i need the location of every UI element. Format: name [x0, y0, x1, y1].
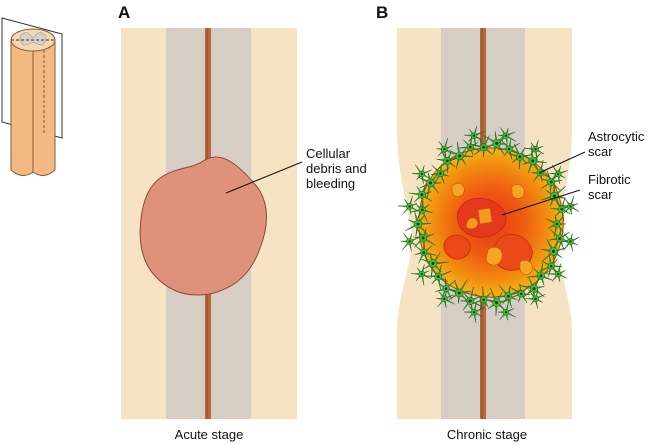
panel-b-caption: Chronic stage — [447, 427, 527, 442]
astrocytic-scar — [397, 126, 580, 323]
astrocyte-cell — [448, 279, 472, 304]
fibrotic-scar — [418, 147, 564, 298]
astrocyte-cell — [464, 126, 485, 147]
astrocyte-cell — [541, 238, 567, 265]
astrocyte-cell — [420, 252, 449, 278]
astrocytic-label-line-2: scar — [588, 144, 613, 159]
astrocyte-cell — [436, 137, 455, 158]
astrocyte-cell — [521, 145, 548, 174]
astrocyte-cell — [508, 143, 533, 169]
astrocyte-cell — [426, 264, 452, 290]
astrocyte-cell — [460, 286, 483, 311]
astrocyte-cell — [546, 263, 568, 282]
acute-label-line-1: Cellular — [306, 146, 351, 161]
astrocyte-cell — [408, 183, 433, 210]
astrocyte-cell — [550, 198, 574, 221]
acute-lesion — [139, 156, 267, 296]
astrocyte-cell — [445, 141, 473, 169]
fibrotic-inner-region-3 — [443, 234, 471, 260]
panel-a-letter: A — [118, 3, 130, 22]
astrocyte-cell — [525, 289, 546, 309]
astrocyte-cell — [483, 131, 508, 155]
fibrotic-label-line-1: Fibrotic — [588, 172, 631, 187]
panel-b-letter: B — [376, 3, 388, 22]
astrocyte-cell — [497, 127, 517, 145]
acute-label-line-2: debris and — [306, 161, 367, 176]
astrocyte-cell — [430, 164, 450, 185]
astrocyte-cell — [546, 215, 567, 237]
fibrotic-island-6 — [519, 260, 533, 275]
astrocyte-cell — [417, 172, 442, 199]
inset-gray-matter — [19, 32, 47, 46]
fibrotic-island-2 — [465, 217, 479, 230]
acute-label-line-3: bleeding — [306, 176, 355, 191]
astrocyte-cell — [397, 195, 419, 215]
fibrotic-island-3 — [485, 246, 503, 266]
astrocyte-cell — [558, 196, 580, 215]
astrocyte-cell — [518, 275, 545, 300]
astrocyte-cell — [549, 164, 568, 184]
inset-spinal-cord — [1, 17, 63, 176]
astrocytic-label-leader — [540, 151, 586, 173]
astrocyte-cell — [474, 286, 496, 311]
fibrotic-label-leader — [501, 189, 581, 216]
fibrotic-island-5 — [451, 182, 465, 197]
astrocyte-cell — [464, 302, 485, 323]
panel-a-caption: Acute stage — [175, 427, 244, 442]
astrocyte-cell — [410, 198, 433, 222]
astrocyte-cell — [457, 135, 481, 157]
astrocyte-cell — [400, 232, 419, 252]
astrocyte-cell — [561, 232, 580, 252]
astrocyte-cell — [411, 164, 432, 184]
fibrotic-island-4 — [511, 184, 525, 199]
astrocyte-cell — [411, 264, 431, 286]
astrocyte-cell — [436, 290, 455, 308]
astrocyte-cell — [497, 300, 516, 321]
astrocyte-cell — [405, 211, 432, 236]
astrocytic-label-line-1: Astrocytic — [588, 129, 645, 144]
astrocyte-cell — [524, 139, 545, 161]
fibrotic-label-line-2: scar — [588, 187, 613, 202]
fibrotic-island-1 — [477, 207, 493, 225]
acute-label-leader — [225, 161, 303, 194]
astrocyte-cell — [539, 254, 563, 277]
astrocyte-cell — [498, 139, 520, 160]
astrocyte-cell — [509, 283, 531, 304]
